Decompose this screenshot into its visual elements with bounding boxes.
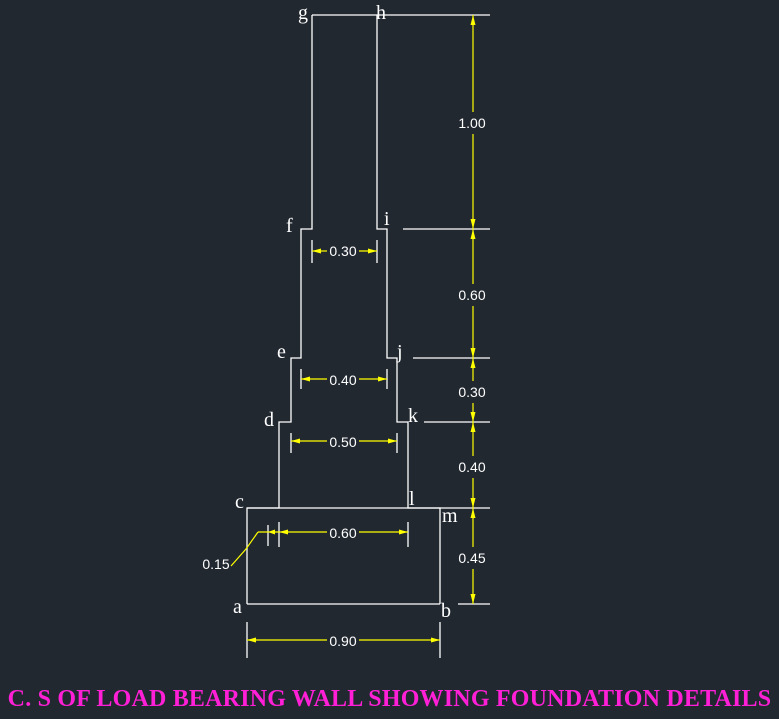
extension-lines [246, 14, 490, 658]
arrow-v-9 [470, 508, 476, 518]
arrow-v-5 [470, 358, 476, 368]
arrow-step1-l [279, 529, 288, 535]
point-label-f: f [286, 215, 293, 237]
height-step1-label: 0.40 [458, 459, 485, 475]
arrow-step3-l [301, 376, 310, 382]
point-label-g: g [298, 2, 308, 24]
point-label-a: a [233, 596, 242, 618]
height-step3-label: 0.60 [458, 287, 485, 303]
arrow-base-l [247, 637, 256, 643]
arrow-v-10 [470, 594, 476, 604]
drawing-title: C. S OF LOAD BEARING WALL SHOWING FOUNDA… [7, 686, 772, 712]
arrow-step2-l [291, 438, 300, 444]
arrow-v-3 [470, 229, 476, 239]
height-step2-label: 0.30 [458, 384, 485, 400]
arrow-step2-r [388, 438, 397, 444]
arrow-step3-r [378, 376, 387, 382]
dimension-labels: 1.00 0.60 0.30 0.40 0.45 0.30 0.40 0.50 … [202, 115, 485, 649]
right-profile-line [376, 15, 441, 604]
arrow-base-r [431, 637, 440, 643]
point-label-e: e [277, 341, 286, 363]
arrow-offset-l [268, 529, 275, 535]
arrow-v-2 [470, 219, 476, 229]
width-step1-label: 0.60 [329, 525, 356, 541]
width-wall-label: 0.30 [329, 243, 356, 259]
left-profile-line [246, 15, 313, 604]
height-base-label: 0.45 [458, 550, 485, 566]
width-offset-label: 0.15 [202, 556, 229, 572]
arrow-v-1 [470, 15, 476, 25]
arrow-v-6 [470, 412, 476, 422]
point-labels: g h f i e j d k c l m a b [233, 2, 458, 622]
width-step3-label: 0.40 [329, 372, 356, 388]
structure-outline [246, 14, 441, 605]
arrow-wall-r [368, 248, 377, 254]
arrow-step1-r [399, 529, 408, 535]
point-label-k: k [408, 405, 418, 427]
point-label-i: i [384, 208, 390, 230]
arrow-v-8 [470, 498, 476, 508]
width-step2-label: 0.50 [329, 434, 356, 450]
point-label-m: m [442, 505, 458, 527]
offset-leader [230, 531, 259, 567]
point-label-h: h [376, 2, 386, 24]
arrow-wall-l [312, 248, 321, 254]
point-label-l: l [409, 488, 415, 510]
arrow-v-7 [470, 422, 476, 432]
vertical-dimension-chain [470, 15, 476, 604]
width-base-label: 0.90 [329, 633, 356, 649]
arrow-v-4 [470, 348, 476, 358]
width-dimensions [230, 248, 440, 643]
point-label-b: b [441, 600, 451, 622]
point-label-c: c [235, 491, 244, 513]
point-label-d: d [264, 409, 274, 431]
point-label-j: j [396, 341, 403, 363]
height-wall-label: 1.00 [458, 115, 485, 131]
